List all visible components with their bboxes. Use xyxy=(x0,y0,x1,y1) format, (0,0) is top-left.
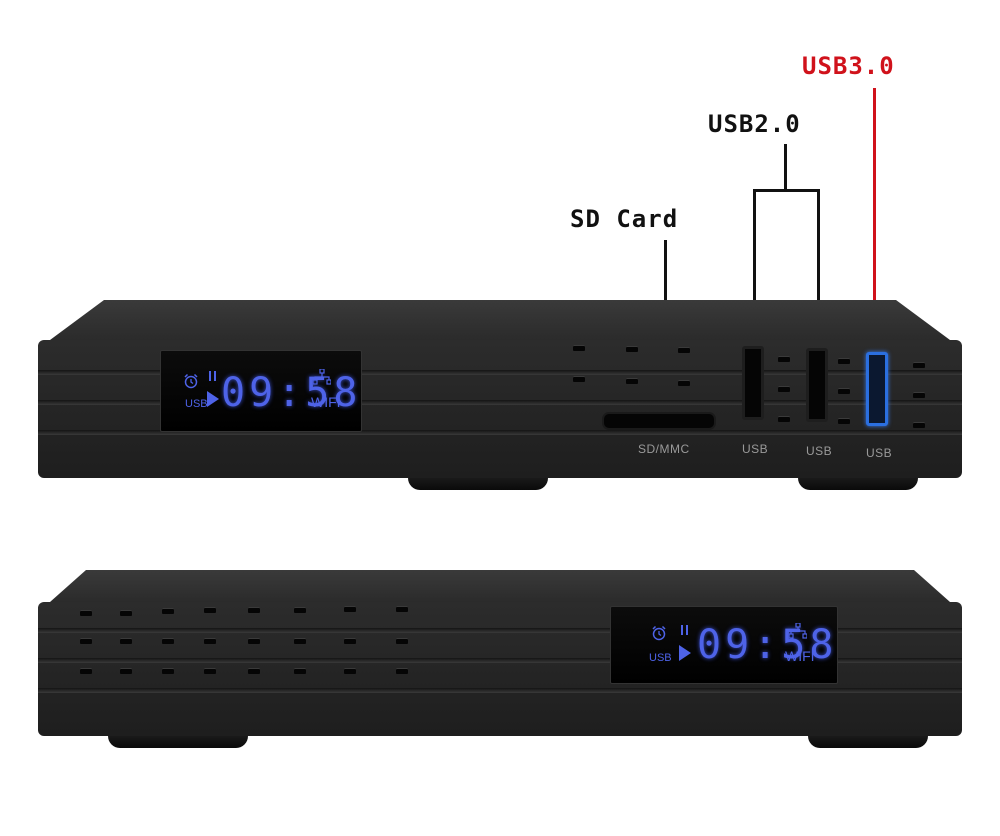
vent-slot xyxy=(913,422,925,428)
usb3-port-label: USB xyxy=(866,446,893,460)
vent-slot xyxy=(573,376,585,382)
box-top-surface xyxy=(50,300,950,340)
usb2-port-2 xyxy=(806,348,828,422)
vent-slot xyxy=(778,386,790,392)
network-icon xyxy=(313,369,331,385)
sd-card-callout-label: SD Card xyxy=(570,205,679,233)
vent-slot xyxy=(913,362,925,368)
box-foot-right xyxy=(808,736,928,748)
led-wifi-label: WIFI xyxy=(311,394,341,410)
usb2-port-1-label: USB xyxy=(742,442,769,456)
vent-slot xyxy=(913,392,925,398)
vent-slot xyxy=(294,607,306,613)
usb2-port-1 xyxy=(742,346,764,420)
vent-slot xyxy=(204,668,216,674)
play-icon xyxy=(207,391,219,407)
led-time-digits: 09:58 xyxy=(697,622,838,668)
vent-slot xyxy=(626,378,638,384)
vent-slot xyxy=(678,347,690,353)
usb2-callout-right-drop xyxy=(817,189,820,339)
vent-slot xyxy=(778,356,790,362)
usb2-callout-label: USB2.0 xyxy=(708,110,801,138)
led-usb-label: USB xyxy=(185,398,208,410)
vent-slot xyxy=(204,607,216,613)
vent-slot xyxy=(120,638,132,644)
vent-slot xyxy=(344,668,356,674)
play-icon xyxy=(679,645,691,661)
vent-slot xyxy=(396,668,408,674)
tv-box-side-view: USB 09:58 WIFI xyxy=(38,570,962,750)
sd-card-slot xyxy=(602,412,716,430)
vent-slot xyxy=(344,638,356,644)
vent-slot xyxy=(162,638,174,644)
led-usb-label: USB xyxy=(649,652,672,664)
pause-icon xyxy=(681,625,688,635)
vent-slot xyxy=(162,668,174,674)
vent-slot xyxy=(248,668,260,674)
alarm-clock-icon xyxy=(184,373,198,389)
box-foot-right xyxy=(798,478,918,490)
vent-slot xyxy=(778,416,790,422)
led-time-digits: 09:58 xyxy=(221,370,362,416)
sd-mmc-port-label: SD/MMC xyxy=(638,442,690,456)
vent-slot xyxy=(80,668,92,674)
usb2-callout-bar xyxy=(753,189,820,192)
vent-slot xyxy=(80,638,92,644)
led-wifi-label: WIFI xyxy=(785,648,815,664)
vent-slot xyxy=(344,606,356,612)
box-top-surface xyxy=(50,570,950,602)
vent-slot xyxy=(626,346,638,352)
vent-slot xyxy=(204,638,216,644)
usb2-callout-left-drop xyxy=(753,189,756,339)
pause-icon xyxy=(209,371,216,381)
vent-slot xyxy=(294,638,306,644)
usb3-port xyxy=(866,352,888,426)
box-foot-left xyxy=(108,736,248,748)
box-foot-left xyxy=(408,478,548,490)
vent-slot xyxy=(838,358,850,364)
vent-slot xyxy=(248,607,260,613)
vent-slot xyxy=(678,380,690,386)
vent-slot xyxy=(120,610,132,616)
vent-slot xyxy=(573,345,585,351)
vent-slot xyxy=(396,638,408,644)
vent-slot xyxy=(120,668,132,674)
usb3-callout-line xyxy=(873,88,876,350)
vent-slot xyxy=(248,638,260,644)
vent-slot xyxy=(396,606,408,612)
led-display: USB 09:58 WIFI xyxy=(610,606,838,684)
vent-slot xyxy=(80,610,92,616)
vent-slot xyxy=(162,608,174,614)
usb2-port-2-label: USB xyxy=(806,444,833,458)
vent-slot xyxy=(294,668,306,674)
tv-box-front-view: USB 09:58 WIFI SD/MMC USB USB USB xyxy=(38,300,962,490)
led-display: USB 09:58 WIFI xyxy=(160,350,362,432)
alarm-clock-icon xyxy=(652,625,666,641)
usb2-callout-stem xyxy=(784,144,787,190)
vent-slot xyxy=(838,388,850,394)
vent-slot xyxy=(838,418,850,424)
network-icon xyxy=(789,623,807,639)
usb3-callout-label: USB3.0 xyxy=(802,52,895,80)
